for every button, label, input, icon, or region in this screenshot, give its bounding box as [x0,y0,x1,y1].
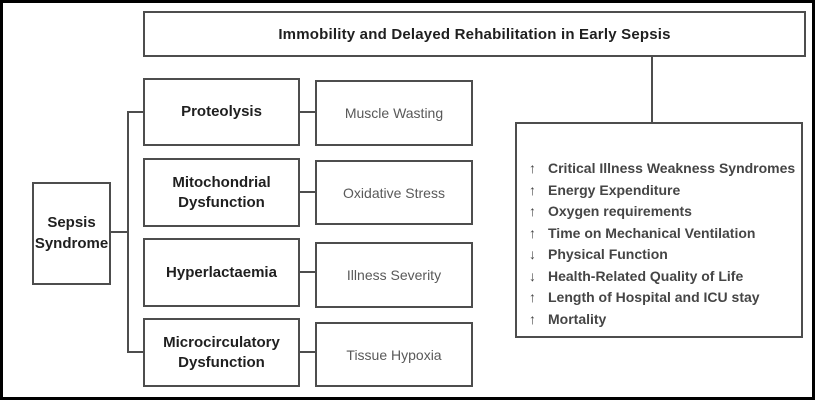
muscle-wasting-box: Muscle Wasting [315,80,473,146]
outcome-item: ↑ Energy Expenditure [529,180,793,202]
outcome-item: ↑ Time on Mechanical Ventilation [529,223,793,245]
up-arrow-icon: ↑ [529,181,536,198]
up-arrow-icon: ↑ [529,203,536,219]
cause-label: Mitochondrial Dysfunction [172,174,271,211]
outcome-label: Mortality [548,310,607,327]
outcome-item: ↓ Physical Function [529,244,793,266]
connector-trunk-to-proteolysis [129,111,143,113]
effect-label: Tissue Hypoxia [346,346,442,363]
oxidative-stress-box: Oxidative Stress [315,160,473,225]
outcome-label: Oxygen requirements [548,203,692,219]
illness-severity-box: Illness Severity [315,242,473,308]
outcome-item: ↑ Mortality [529,309,793,331]
outcome-item: ↑ Oxygen requirements [529,201,793,223]
connector-proteolysis-to-muscle-wasting [300,111,315,113]
up-arrow-icon: ↑ [529,160,536,176]
cause-label: Proteolysis [181,103,262,121]
connector-mitochondrial-to-oxidative [300,191,315,193]
up-arrow-icon: ↑ [529,289,536,305]
effect-label: Illness Severity [346,267,442,283]
hyperlactaemia-box: Hyperlactaemia [143,238,300,307]
sepsis-syndrome-box: Sepsis Syndrome [32,182,111,285]
outcome-label: Length of Hospital and ICU stay [548,289,760,305]
down-arrow-icon: ↓ [529,246,536,262]
proteolysis-box: Proteolysis [143,78,300,146]
connector-trunk-to-microcirculatory [129,351,143,353]
up-arrow-icon: ↑ [529,310,536,327]
outcome-item: ↓ Health-Related Quality of Life [529,266,793,288]
outcome-item: ↑ Length of Hospital and ICU stay [529,287,793,309]
effect-label: Oxidative Stress [343,184,445,201]
outcome-label: Health-Related Quality of Life [548,267,744,284]
cause-label: Hyperlactaemia [166,263,277,281]
sepsis-syndrome-label: Sepsis Syndrome [34,214,109,252]
outcome-label: Energy Expenditure [548,181,681,198]
up-arrow-icon: ↑ [529,224,536,241]
connector-sepsis-to-trunk [111,231,128,233]
effect-label: Muscle Wasting [344,105,444,121]
outcomes-box: ↑ Critical Illness Weakness Syndromes ↑ … [515,122,803,338]
mitochondrial-dysfunction-box: Mitochondrial Dysfunction [143,158,300,227]
diagram-title: Immobility and Delayed Rehabilitation in… [278,25,671,43]
cause-label: Microcirculatory Dysfunction [163,334,280,371]
connector-microcirculatory-to-hypoxia [300,351,315,353]
outcome-label: Critical Illness Weakness Syndromes [548,160,796,176]
outcome-label: Time on Mechanical Ventilation [548,224,756,241]
connector-trunk [127,111,129,353]
outcome-label: Physical Function [548,246,668,262]
outcome-item: ↑ Critical Illness Weakness Syndromes [529,158,796,180]
tissue-hypoxia-box: Tissue Hypoxia [315,322,473,387]
down-arrow-icon: ↓ [529,267,536,284]
connector-title-to-outcomes [651,57,653,122]
title-box: Immobility and Delayed Rehabilitation in… [143,11,806,57]
microcirculatory-dysfunction-box: Microcirculatory Dysfunction [143,318,300,387]
connector-hyperlactaemia-to-illness [300,271,315,273]
